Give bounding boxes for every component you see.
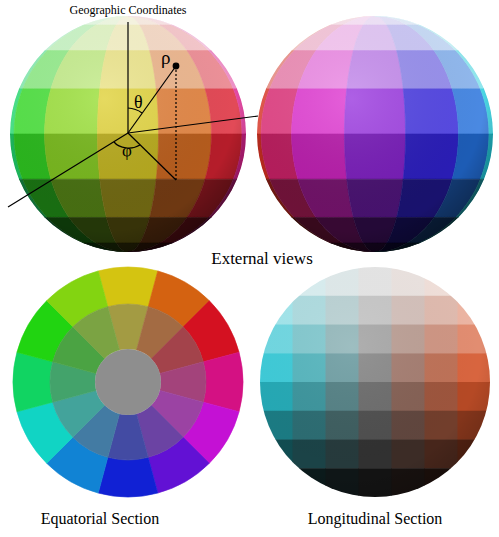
caption-label: External views (211, 250, 313, 269)
coordinate-symbol: ρ (161, 48, 170, 69)
color-patch (98, 457, 158, 497)
color-patch (260, 267, 294, 296)
coordinate-axes (8, 22, 258, 207)
sphere-shading (10, 16, 246, 252)
grey-core (95, 349, 161, 415)
coordinate-symbol: θ (134, 93, 143, 113)
equatorial-section (13, 267, 243, 497)
external-view-front (10, 16, 246, 252)
color-patch (458, 468, 492, 497)
sphere-shading (257, 16, 493, 252)
external-view-back (257, 16, 493, 252)
caption-label: Equatorial Section (41, 510, 160, 528)
coordinate-symbol: φ (122, 142, 132, 161)
color-patch (260, 468, 294, 497)
longitudinal-section (260, 267, 492, 497)
sphere-shading (260, 267, 490, 497)
color-patch (13, 352, 53, 412)
color-patch (98, 267, 158, 307)
color-patch (73, 307, 120, 359)
caption-label: Geographic Coordinates (70, 4, 187, 17)
color-patch (458, 267, 492, 296)
color-patch (203, 352, 243, 412)
caption-label: Longitudinal Section (308, 510, 443, 528)
